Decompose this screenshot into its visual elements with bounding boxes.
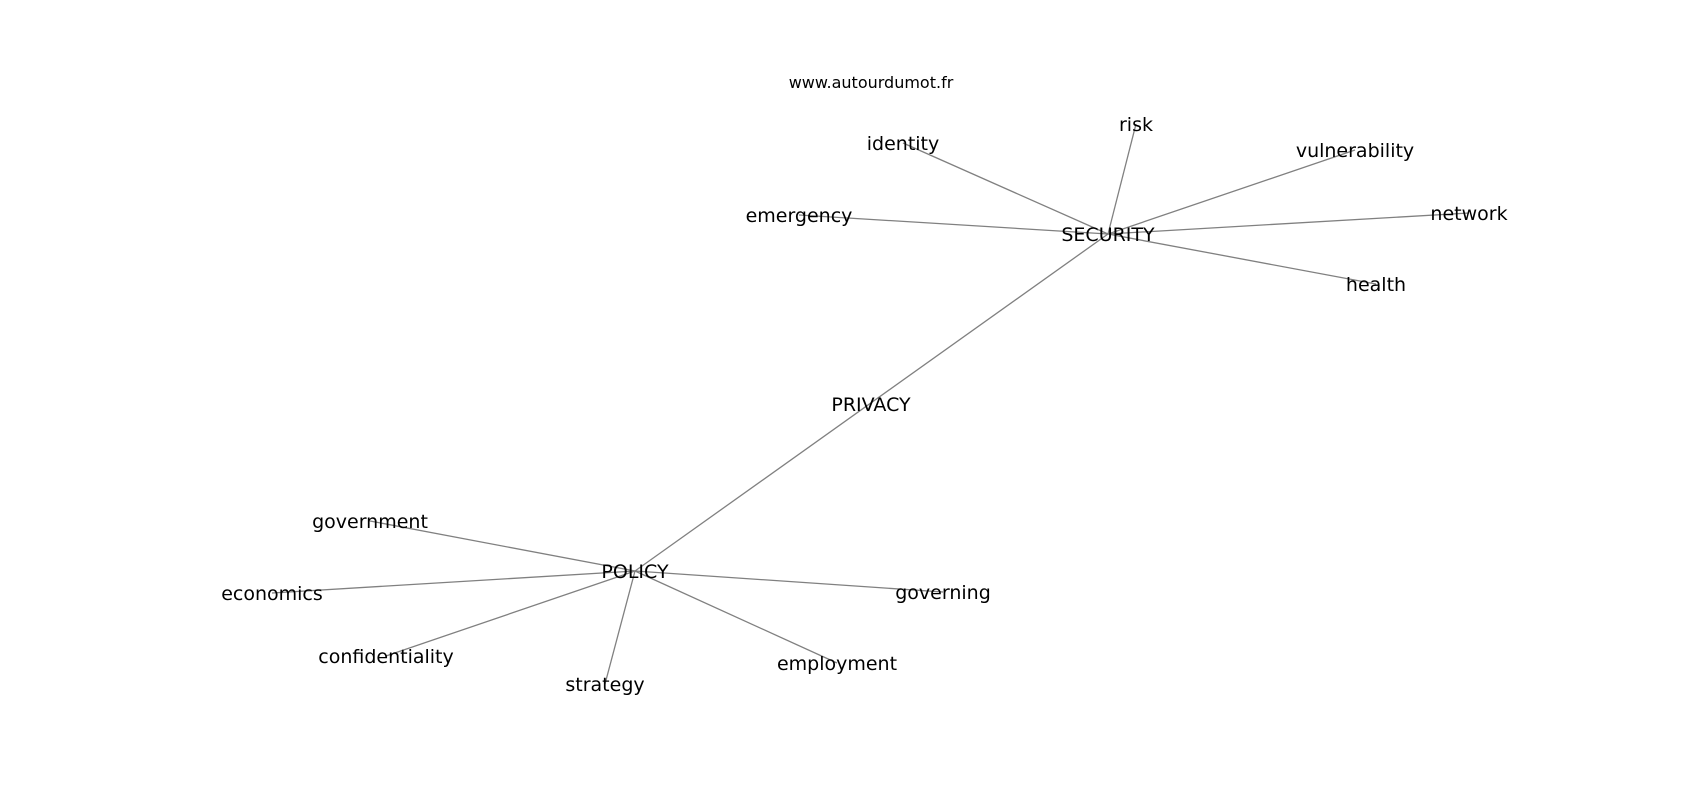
source-watermark: www.autourdumot.fr — [789, 73, 954, 92]
edge-security-health — [1107, 233, 1377, 285]
edge-security-risk — [1107, 123, 1137, 235]
edge-security-emergency — [798, 214, 1109, 235]
node-confidentiality[interactable]: confidentiality — [318, 646, 454, 668]
graph-edges — [271, 123, 1470, 685]
edge-policy-governing — [634, 570, 944, 593]
node-economics[interactable]: economics — [221, 583, 323, 605]
node-identity[interactable]: identity — [867, 133, 940, 155]
node-government[interactable]: government — [312, 511, 428, 533]
node-policy[interactable]: POLICY — [601, 561, 669, 583]
node-employment[interactable]: employment — [777, 653, 897, 675]
node-strategy[interactable]: strategy — [565, 674, 644, 696]
edge-security-identity — [902, 142, 1109, 235]
edge-policy-employment — [634, 570, 838, 664]
node-privacy[interactable]: PRIVACY — [831, 394, 911, 416]
edge-security-network — [1107, 212, 1470, 235]
node-network[interactable]: network — [1430, 203, 1507, 225]
node-governing[interactable]: governing — [895, 582, 991, 604]
node-vulnerability[interactable]: vulnerability — [1296, 140, 1414, 162]
edge-security-policy — [634, 233, 1109, 572]
edge-policy-strategy — [604, 570, 636, 685]
edge-policy-economics — [271, 570, 636, 594]
edge-policy-confidentiality — [385, 570, 636, 657]
node-risk[interactable]: risk — [1119, 114, 1153, 136]
edge-security-vulnerability — [1107, 149, 1356, 235]
edge-policy-government — [369, 520, 636, 572]
node-health[interactable]: health — [1346, 274, 1406, 296]
graph-labels: PRIVACY SECURITY POLICY identity risk vulnera… — [221, 114, 1507, 696]
node-emergency[interactable]: emergency — [746, 205, 853, 227]
node-security[interactable]: SECURITY — [1061, 224, 1155, 246]
